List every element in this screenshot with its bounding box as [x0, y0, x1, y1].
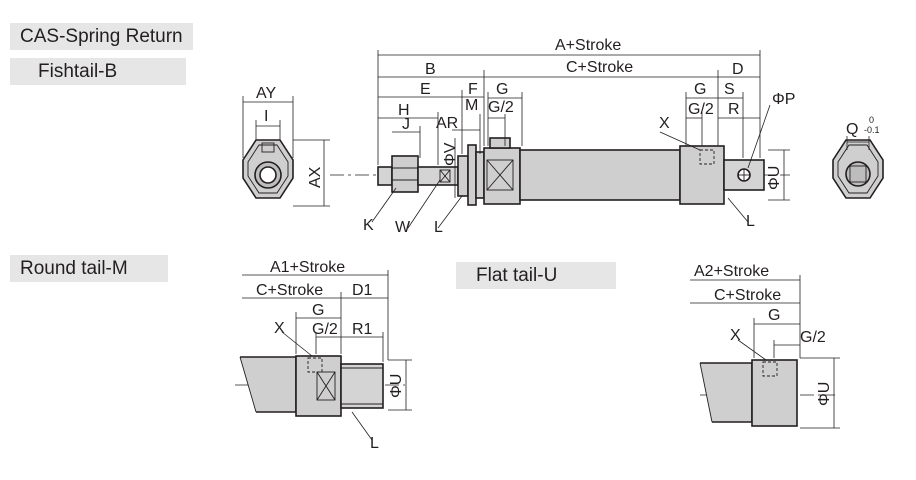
dim-e: E	[420, 81, 431, 98]
dim-q: Q	[846, 121, 858, 138]
label-fishtail-b: Fishtail-B	[10, 58, 186, 85]
round-tail-detail	[235, 270, 412, 441]
dim-a2-stroke: A2+Stroke	[694, 263, 769, 280]
front-end-view	[242, 96, 330, 207]
dim-u-u: ΦU	[816, 382, 833, 406]
dim-v: ΦV	[442, 142, 459, 166]
dim-l-front: L	[434, 219, 443, 236]
dim-m: M	[465, 97, 478, 114]
dim-u-main: ΦU	[766, 166, 783, 190]
dim-a-stroke: A+Stroke	[555, 37, 621, 54]
label-flat-tail-u: Flat tail-U	[456, 262, 616, 289]
dim-h: H	[398, 102, 410, 119]
dim-g2-main: G/2	[488, 99, 514, 116]
dim-d: D	[732, 61, 744, 78]
dim-w: W	[395, 219, 411, 236]
dim-x-main: X	[659, 115, 670, 132]
dim-p: ΦP	[772, 91, 795, 108]
dim-r: R	[728, 101, 740, 118]
dim-d1: D1	[352, 282, 373, 299]
dim-f: F	[468, 81, 478, 98]
dim-r1: R1	[352, 321, 373, 338]
dim-c-stroke-u: C+Stroke	[714, 287, 781, 304]
dim-g-main: G	[496, 81, 508, 98]
dim-a1-stroke: A1+Stroke	[270, 259, 345, 276]
dim-g2-m: G/2	[312, 321, 338, 338]
dim-ay: AY	[256, 85, 276, 102]
dim-x-u: X	[730, 327, 741, 344]
dim-l-m: L	[370, 435, 379, 452]
dim-ar: AR	[436, 115, 458, 132]
dim-q-tol-lower: -0.1	[864, 125, 880, 135]
dim-c-stroke: C+Stroke	[566, 59, 633, 76]
dim-s: S	[724, 81, 735, 98]
dim-g-rear: G	[694, 81, 706, 98]
dim-l-rear: L	[746, 213, 755, 230]
rear-end-view	[832, 136, 884, 199]
dim-g-m: G	[312, 302, 324, 319]
flat-tail-detail	[690, 275, 840, 429]
dim-ax: AX	[307, 166, 324, 188]
main-cylinder	[330, 50, 790, 229]
dim-g2-rear: G/2	[688, 101, 714, 118]
dim-k: K	[363, 217, 374, 234]
label-cas-spring-return: CAS-Spring Return	[10, 23, 193, 50]
dim-g-u: G	[768, 307, 780, 324]
dim-c-stroke-m: C+Stroke	[256, 282, 323, 299]
dim-i: I	[264, 108, 268, 125]
dim-j: J	[402, 116, 410, 133]
dim-u-m: ΦU	[388, 374, 405, 398]
dim-q-tol-upper: 0	[869, 115, 874, 125]
label-round-tail-m: Round tail-M	[10, 255, 168, 282]
dim-b: B	[425, 61, 436, 78]
dim-x-m: X	[274, 320, 285, 337]
dim-g2-u: G/2	[800, 329, 826, 346]
